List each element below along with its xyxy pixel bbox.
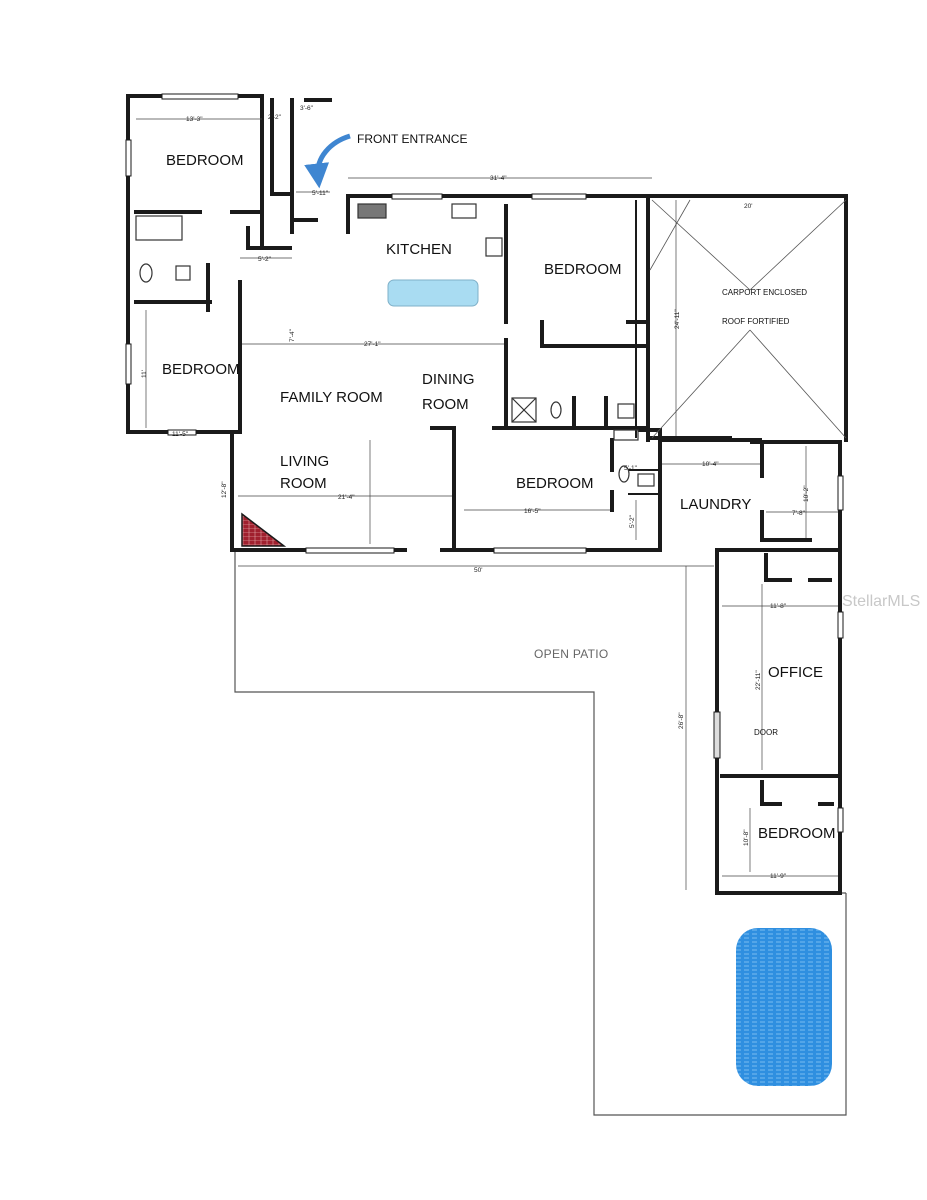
label-office: OFFICE: [768, 664, 823, 681]
label-carport-line1: CARPORT ENCLOSED: [722, 288, 807, 297]
dim-7-8: 7'-8": [792, 510, 806, 517]
toilet-center: [550, 401, 562, 419]
label-living-line1: LIVING: [280, 453, 329, 470]
label-living-line2: ROOM: [280, 475, 327, 492]
toilet-small: [618, 465, 630, 483]
fixtures: [135, 203, 655, 487]
dim-5-2b: 5'-2": [629, 514, 636, 528]
dim-16-5: 16'-5": [524, 508, 541, 515]
sink-small: [637, 473, 655, 487]
dim-31-4: 31'-4": [490, 175, 507, 182]
label-bedroom-bottom-right: BEDROOM: [758, 825, 836, 842]
shower-small: [613, 429, 639, 441]
partitions: [628, 200, 661, 495]
dim-10-8: 10'-8": [743, 829, 750, 846]
shower: [511, 397, 537, 423]
sink-left: [175, 265, 191, 281]
dim-50: 50': [474, 567, 482, 574]
carport-lines: [649, 199, 847, 439]
label-laundry: LAUNDRY: [680, 496, 751, 513]
label-carport-line2: ROOF FORTIFIED: [722, 317, 790, 326]
label-dining-line1: DINING: [422, 371, 475, 388]
bathtub: [135, 215, 183, 241]
dim-10-2: 10'-2": [803, 485, 810, 502]
kitchen-sink: [451, 203, 477, 219]
dim-2-2: 2'-2": [268, 114, 282, 121]
dim-21-4: 21'-4": [338, 494, 355, 501]
label-front-entrance: FRONT ENTRANCE: [357, 132, 467, 146]
fireplace: [241, 512, 287, 547]
dim-13-3: 13'-3": [186, 116, 203, 123]
dimension-lines: [136, 118, 838, 890]
cooktop: [485, 237, 503, 257]
range: [357, 203, 387, 219]
dim-26-8: 26'-8": [678, 712, 685, 729]
dim-11-9: 11'-9": [770, 873, 787, 880]
label-family-room: FAMILY ROOM: [280, 389, 383, 406]
dim-5-11: 5'-11": [312, 190, 329, 197]
sink-center: [617, 403, 635, 419]
dim-5-2: 5'-2": [258, 256, 272, 263]
dim-24-11: 24'-11": [674, 309, 681, 329]
dim-20: 20': [744, 203, 752, 210]
label-bedroom-left: BEDROOM: [162, 361, 240, 378]
watermark: StellarMLS: [842, 593, 920, 610]
dim-5-1: 5'-1": [624, 465, 638, 472]
dim-12-8: 12'-8": [221, 481, 228, 498]
label-bedroom-top-left: BEDROOM: [166, 152, 244, 169]
label-door: DOOR: [754, 728, 778, 737]
dim-11-5: 11'-5": [172, 431, 189, 438]
walls: [126, 94, 848, 895]
front-entrance-arrow: [304, 133, 351, 189]
label-open-patio: OPEN PATIO: [534, 647, 609, 661]
label-dining-line2: ROOM: [422, 396, 469, 413]
dim-10-4: 10'-4": [702, 461, 719, 468]
dim-7-4: 7'-4": [289, 328, 296, 342]
windows: [125, 93, 844, 833]
kitchen-island: [387, 279, 479, 307]
dim-11-a: 11': [141, 370, 148, 378]
pool: [736, 928, 832, 1086]
dim-3-6: 3'-6": [300, 105, 314, 112]
toilet-left: [139, 263, 153, 283]
label-kitchen: KITCHEN: [386, 241, 452, 258]
dim-27-1: 27'-1": [364, 341, 381, 348]
dim-11-8: 11'-8": [770, 603, 787, 610]
dim-22-11: 22'-11": [755, 670, 762, 690]
label-bedroom-right-of-kitchen: BEDROOM: [544, 261, 622, 278]
label-bedroom-center: BEDROOM: [516, 475, 594, 492]
